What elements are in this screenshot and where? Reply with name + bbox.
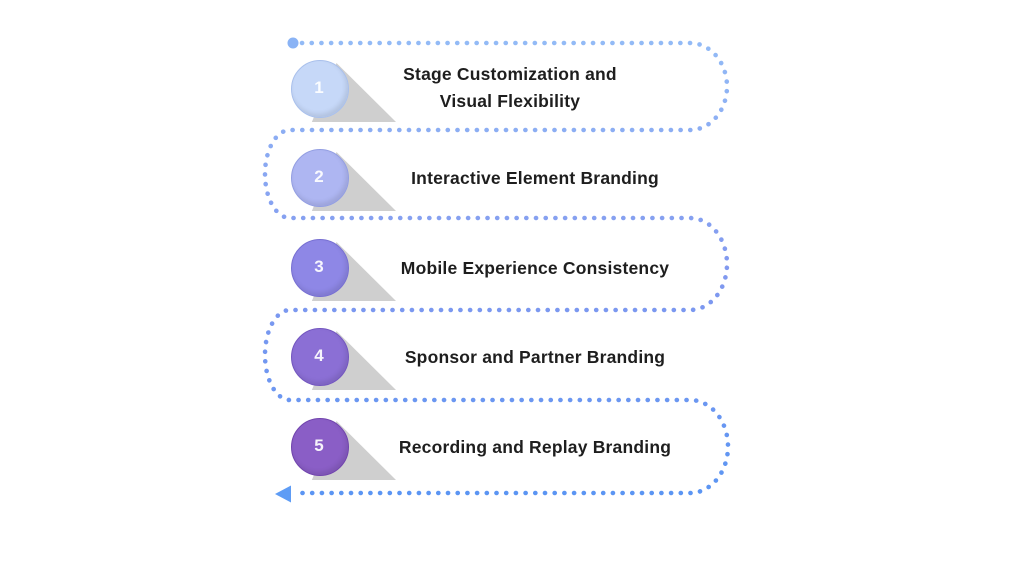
path-end-arrow-icon [275, 485, 291, 503]
step-3-label: Mobile Experience Consistency [400, 257, 670, 278]
step-4-number-badge: 4 [291, 328, 349, 386]
path-start-dot-icon [287, 37, 299, 49]
step-5-label: Recording and Replay Branding [398, 436, 672, 457]
step-1-label: Stage Customization and Visual Flexibili… [403, 64, 617, 111]
step-1-number-badge: 1 [291, 60, 349, 118]
dotted-path [262, 40, 731, 496]
step-1-number: 1 [314, 78, 324, 97]
step-2-number: 2 [314, 167, 324, 186]
step-5-number-badge: 5 [291, 418, 349, 476]
step-3-number: 3 [314, 257, 324, 276]
step-4-label: Sponsor and Partner Branding [404, 346, 666, 367]
step-2-number-badge: 2 [291, 149, 349, 207]
step-3-number-badge: 3 [291, 239, 349, 297]
step-2-label: Interactive Element Branding [411, 167, 659, 188]
step-4-number: 4 [314, 346, 324, 365]
step-5-number: 5 [314, 436, 324, 455]
